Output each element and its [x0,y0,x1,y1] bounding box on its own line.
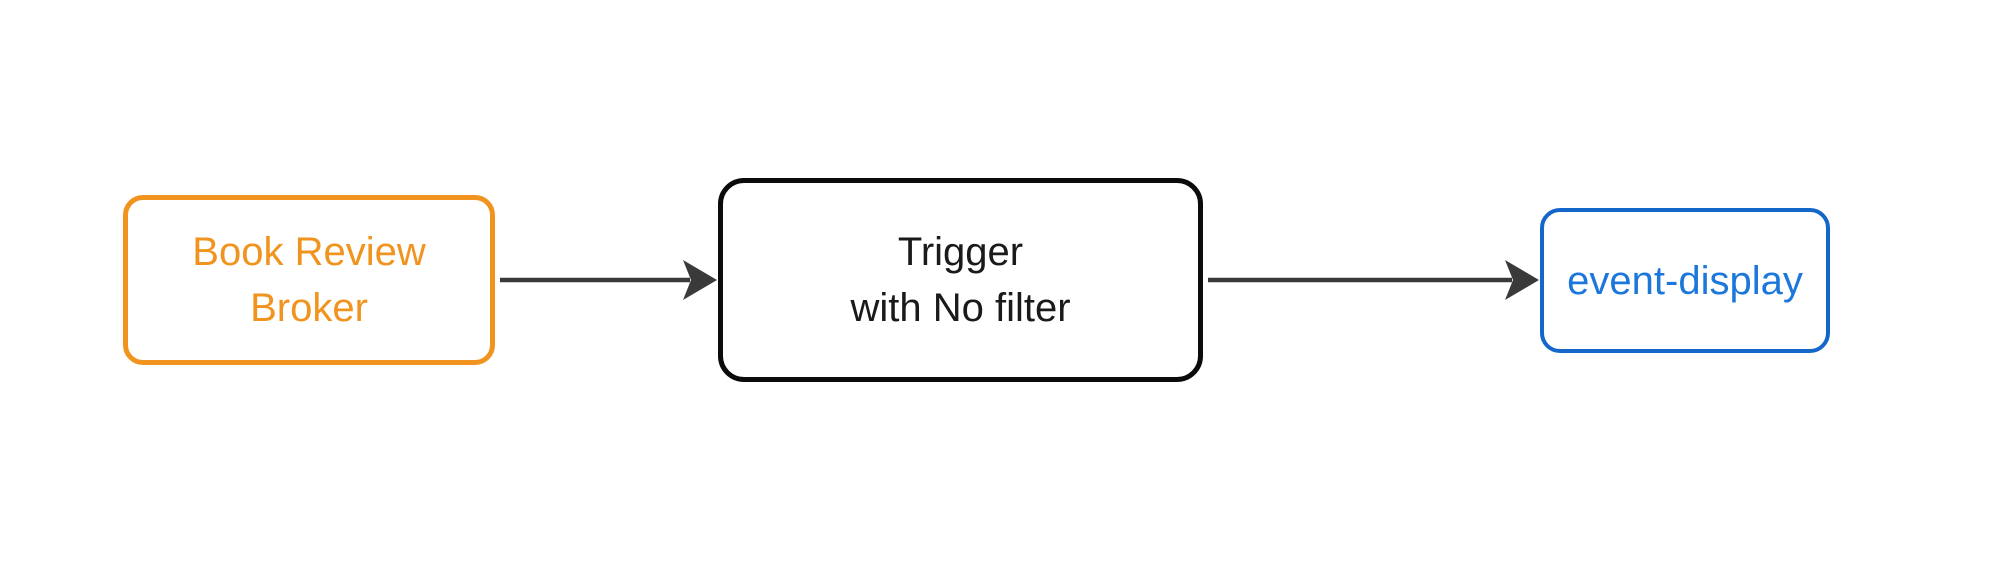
node-trigger-with-no-filter: Trigger with No filter [718,178,1203,382]
node-label: event-display [1567,258,1803,303]
node-label: Trigger with No filter [850,230,1071,330]
edge-broker-to-trigger [500,260,717,300]
node-label: Book Review Broker [192,230,426,330]
node-event-display: event-display [1540,208,1830,353]
arrowhead-icon [1505,260,1539,300]
arrowhead-icon [683,260,717,300]
node-book-review-broker: Book Review Broker [123,195,495,365]
edge-trigger-to-event-display [1208,260,1539,300]
